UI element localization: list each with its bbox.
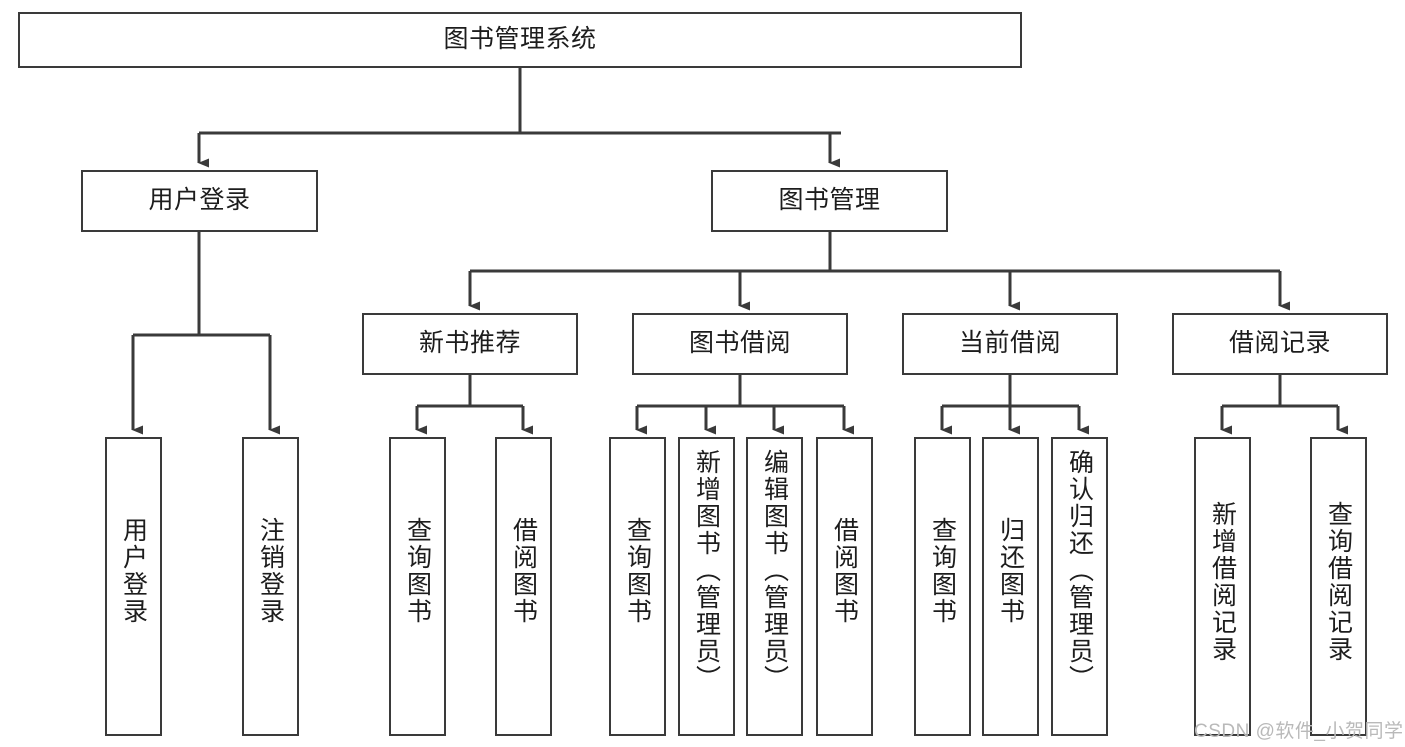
node-user-login[interactable]: 用户登录 <box>81 170 318 232</box>
node-label: 图书管理系统 <box>443 25 597 54</box>
node-label: 图书借阅 <box>688 329 791 358</box>
node-label: 查询图书 <box>623 517 652 625</box>
node-label: 用户登录 <box>148 186 251 215</box>
node-label: 图书管理 <box>778 186 881 215</box>
node-book-borrow[interactable]: 图书借阅 <box>632 313 848 375</box>
node-label: 查询借阅记录 <box>1324 501 1353 663</box>
leaf-edit-book-admin[interactable]: 编辑图书（管理员） <box>746 437 803 736</box>
node-new-book-recommend[interactable]: 新书推荐 <box>362 313 578 375</box>
node-label: 借阅记录 <box>1228 329 1331 358</box>
node-label: 查询图书 <box>403 517 432 625</box>
leaf-confirm-return-admin[interactable]: 确认归还（管理员） <box>1051 437 1108 736</box>
node-label: 用户登录 <box>119 517 148 625</box>
node-label: 归还图书 <box>996 517 1025 625</box>
leaf-logout[interactable]: 注销登录 <box>242 437 299 736</box>
node-label: 借阅图书 <box>830 517 859 625</box>
leaf-user-login[interactable]: 用户登录 <box>105 437 162 736</box>
node-label: 借阅图书 <box>509 517 538 625</box>
leaf-query-book-bb[interactable]: 查询图书 <box>609 437 666 736</box>
node-book-management[interactable]: 图书管理 <box>711 170 948 232</box>
node-label: 新增借阅记录 <box>1208 501 1237 663</box>
leaf-borrow-book-nb[interactable]: 借阅图书 <box>495 437 552 736</box>
node-label: 确认归还（管理员） <box>1065 449 1094 692</box>
leaf-query-book-cb[interactable]: 查询图书 <box>914 437 971 736</box>
leaf-query-book-nb[interactable]: 查询图书 <box>389 437 446 736</box>
node-label: 注销登录 <box>256 517 285 625</box>
leaf-borrow-book-bb[interactable]: 借阅图书 <box>816 437 873 736</box>
leaf-return-book[interactable]: 归还图书 <box>982 437 1039 736</box>
node-label: 新书推荐 <box>418 329 521 358</box>
node-label: 查询图书 <box>928 517 957 625</box>
csdn-watermark: CSDN @软件_小贺同学 <box>1194 721 1404 742</box>
leaf-query-borrow-record[interactable]: 查询借阅记录 <box>1310 437 1367 736</box>
node-label: 当前借阅 <box>958 329 1061 358</box>
leaf-add-borrow-record[interactable]: 新增借阅记录 <box>1194 437 1251 736</box>
node-borrow-record[interactable]: 借阅记录 <box>1172 313 1388 375</box>
leaf-add-book-admin[interactable]: 新增图书（管理员） <box>678 437 735 736</box>
node-label: 编辑图书（管理员） <box>760 449 789 692</box>
node-label: 新增图书（管理员） <box>692 449 721 692</box>
node-current-borrow[interactable]: 当前借阅 <box>902 313 1118 375</box>
node-root-book-management-system[interactable]: 图书管理系统 <box>18 12 1022 68</box>
